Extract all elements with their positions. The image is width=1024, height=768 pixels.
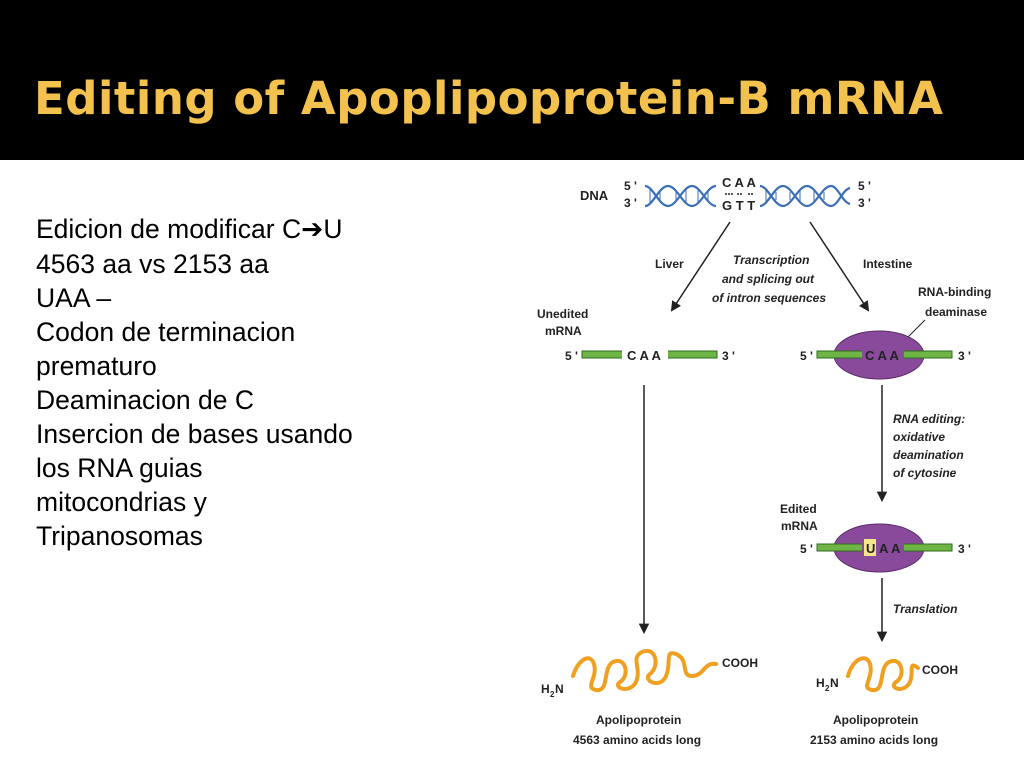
edited-u-highlight xyxy=(864,539,876,556)
bullet-line: mitocondrias y xyxy=(36,487,207,517)
intestine-mrna-5prime: 5 ' xyxy=(800,349,813,363)
dna-label: DNA xyxy=(580,188,609,203)
dna-double-helix xyxy=(644,184,851,208)
deaminase-label-1: RNA-binding xyxy=(918,285,991,299)
edited-mrna-3prime: 3 ' xyxy=(958,542,971,556)
dna-3prime-right: 3 ' xyxy=(858,196,871,210)
bullet-line: los RNA guias xyxy=(36,453,203,483)
intestine-mrna-3prime: 3 ' xyxy=(958,349,971,363)
arrow-to-liver xyxy=(670,221,731,312)
unedited-label-2: mRNA xyxy=(545,324,582,338)
protein-long-h2n-h: H xyxy=(541,682,550,696)
editing-label-1: RNA editing: xyxy=(893,412,965,426)
liver-mrna-codon: C A A xyxy=(627,348,662,363)
slide-title: Editing of Apoplipoprotein-B mRNA xyxy=(34,72,944,125)
transcription-label-3: of intron sequences xyxy=(712,291,826,305)
protein-short-cooh: COOH xyxy=(922,663,958,677)
dna-bottom-codon: G T T xyxy=(722,198,755,213)
unedited-label-1: Unedited xyxy=(537,307,588,321)
intestine-mrna-codon-bg xyxy=(862,346,904,363)
edited-label-2: mRNA xyxy=(781,519,818,533)
editing-label-4: of cytosine xyxy=(893,466,957,480)
dna-5prime-left: 5 ' xyxy=(624,179,637,193)
protein-short-h2n-sub: 2 xyxy=(825,684,830,693)
transcription-label-1: Transcription xyxy=(733,253,809,267)
bullet-list: Edicion de modificar C➔U 4563 aa vs 2153… xyxy=(36,212,506,553)
protein-short-h2n-n: N xyxy=(830,676,839,690)
arrow-to-intestine xyxy=(809,221,870,312)
arrow-right-icon: ➔ xyxy=(301,214,324,245)
translation-label: Translation xyxy=(893,602,957,616)
title-bar: Editing of Apoplipoprotein-B mRNA xyxy=(0,0,1024,160)
editing-label-2: oxidative xyxy=(893,430,945,444)
protein-long-h2n-n: N xyxy=(555,682,564,696)
protein-long-chain xyxy=(571,648,718,692)
liver-mrna-3prime: 3 ' xyxy=(722,349,735,363)
protein-short-h2n-h: H xyxy=(816,676,825,690)
base-pair-dots xyxy=(725,193,753,195)
protein-long-cooh: COOH xyxy=(722,656,758,670)
edited-label-1: Edited xyxy=(780,502,817,516)
liver-mrna-codon-bg xyxy=(622,346,668,363)
protein-short-length: 2153 amino acids long xyxy=(810,733,938,747)
protein-long-name: Apolipoprotein xyxy=(596,713,681,727)
bullet-line: Deaminacion de C xyxy=(36,385,255,415)
bullet-line: Edicion de modificar C➔U xyxy=(36,212,506,247)
bullet-text: Edicion de modificar C xyxy=(36,214,302,244)
liver-label: Liver xyxy=(655,257,684,271)
edited-u: U xyxy=(866,541,875,556)
protein-long-length: 4563 amino acids long xyxy=(573,733,701,747)
edited-mrna-5prime: 5 ' xyxy=(800,542,813,556)
bullet-text: U xyxy=(323,214,343,244)
protein-short-name: Apolipoprotein xyxy=(833,713,918,727)
protein-long-h2n-sub: 2 xyxy=(550,690,555,699)
protein-short-chain xyxy=(846,656,920,692)
apob-editing-diagram: DNA 5 ' 3 ' 5 ' 3 ' C A A G T T Liver In… xyxy=(537,175,991,747)
liver-mrna-5prime: 5 ' xyxy=(565,349,578,363)
deaminase-label-2: deaminase xyxy=(925,305,987,319)
dna-5prime-right: 5 ' xyxy=(858,179,871,193)
bullet-line: Insercion de bases usando xyxy=(36,419,353,449)
editing-label-3: deamination xyxy=(893,448,964,462)
bullet-line: Codon de terminacion xyxy=(36,317,296,347)
dna-3prime-left: 3 ' xyxy=(624,196,637,210)
bullet-line: prematuro xyxy=(36,351,157,381)
edited-mrna-codon-rest: A A xyxy=(879,541,901,556)
bullet-line: UAA – xyxy=(36,283,112,313)
intestine-mrna-codon: C A A xyxy=(865,348,900,363)
dna-top-codon: C A A xyxy=(722,175,757,190)
bullet-line: 4563 aa vs 2153 aa xyxy=(36,249,269,279)
bullet-line: Tripanosomas xyxy=(36,521,203,551)
intestine-label: Intestine xyxy=(863,257,913,271)
transcription-label-2: and splicing out xyxy=(722,272,815,286)
